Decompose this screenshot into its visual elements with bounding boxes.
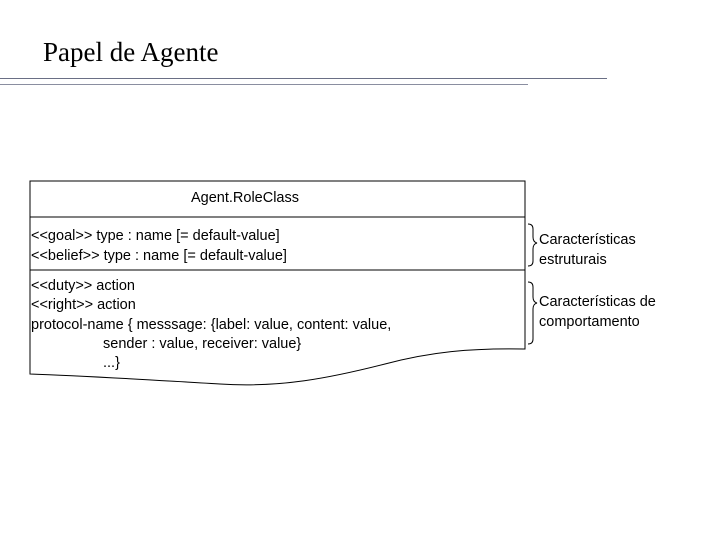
- protocol-end-line: ...}: [103, 355, 120, 371]
- structural-annotation-line-2: estruturais: [539, 252, 607, 268]
- behavioral-annotation-line-2: comportamento: [539, 314, 640, 330]
- protocol-continuation-line: sender : value, receiver: value}: [103, 336, 301, 352]
- goal-line: <<goal>> type : name [= default-value]: [31, 228, 280, 244]
- behavioral-brace: [527, 281, 538, 345]
- protocol-line: protocol-name { messsage: {label: value,…: [31, 317, 391, 333]
- right-line: <<right>> action: [31, 297, 136, 313]
- duty-line: <<duty>> action: [31, 278, 135, 294]
- structural-annotation-line-1: Características: [539, 232, 636, 248]
- class-name: Agent.RoleClass: [191, 190, 299, 206]
- title-rule-lower: [0, 84, 528, 85]
- structural-brace: [527, 223, 538, 267]
- behavioral-annotation-line-1: Características de: [539, 294, 656, 310]
- class-box-outline: [29, 180, 526, 386]
- belief-line: <<belief>> type : name [= default-value]: [31, 248, 287, 264]
- title-rule-upper: [0, 78, 607, 79]
- slide-title: Papel de Agente: [43, 37, 219, 67]
